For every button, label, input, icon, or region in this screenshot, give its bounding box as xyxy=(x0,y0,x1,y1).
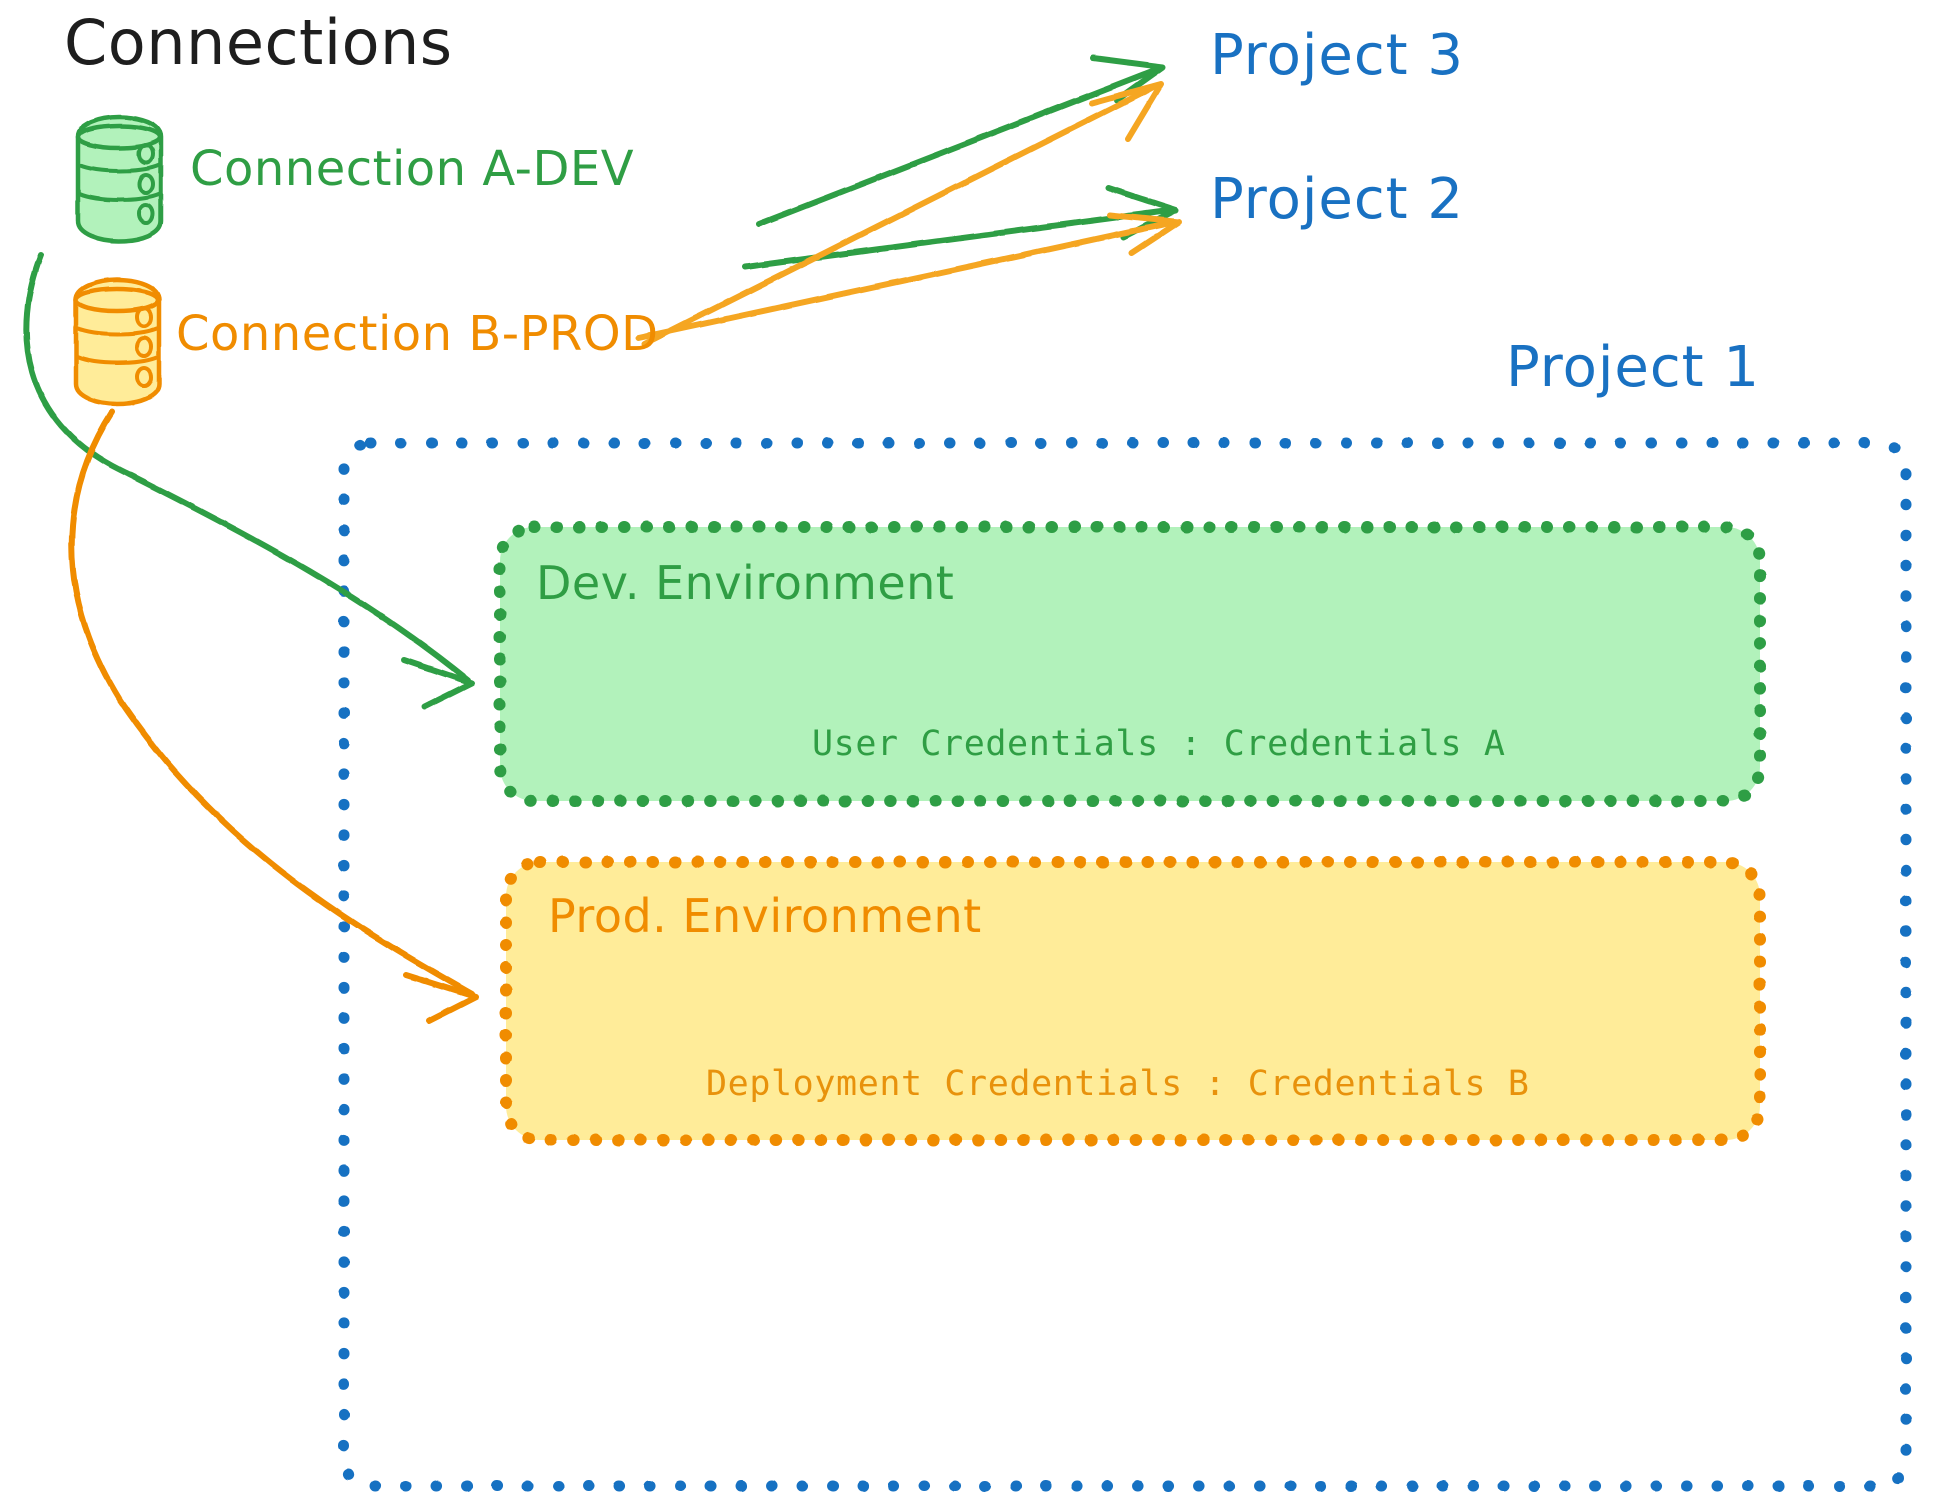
prod-environment-title: Prod. Environment xyxy=(548,889,982,943)
edge-connection-b-to-project-2 xyxy=(635,212,1182,341)
edge-connection-a-to-project-2 xyxy=(742,185,1179,270)
project-3-label[interactable]: Project 3 xyxy=(1210,23,1465,88)
edge-connection-b-to-project-3 xyxy=(641,81,1164,347)
prod-environment-box xyxy=(500,856,1766,1146)
connection-a-dev-label[interactable]: Connection A-DEV xyxy=(190,141,635,197)
project-2-label[interactable]: Project 2 xyxy=(1210,167,1465,232)
database-cylinder-icon-green xyxy=(75,114,164,244)
database-cylinder-icon-orange xyxy=(73,277,162,407)
dev-environment-box xyxy=(494,521,1766,807)
dev-environment-title: Dev. Environment xyxy=(536,556,955,610)
connection-b-prod-label[interactable]: Connection B-PROD xyxy=(176,306,659,362)
project-1-label[interactable]: Project 1 xyxy=(1506,335,1761,400)
dev-environment-credentials: User Credentials : Credentials A xyxy=(812,724,1506,764)
page-title: Connections xyxy=(64,6,453,79)
edge-connection-b-to-prod-environment xyxy=(68,409,479,1024)
edge-connection-a-to-project-3 xyxy=(756,55,1166,227)
project-1-container xyxy=(338,437,1912,1492)
edge-connection-a-to-dev-environment xyxy=(23,252,475,710)
prod-environment-credentials: Deployment Credentials : Credentials B xyxy=(706,1064,1530,1104)
